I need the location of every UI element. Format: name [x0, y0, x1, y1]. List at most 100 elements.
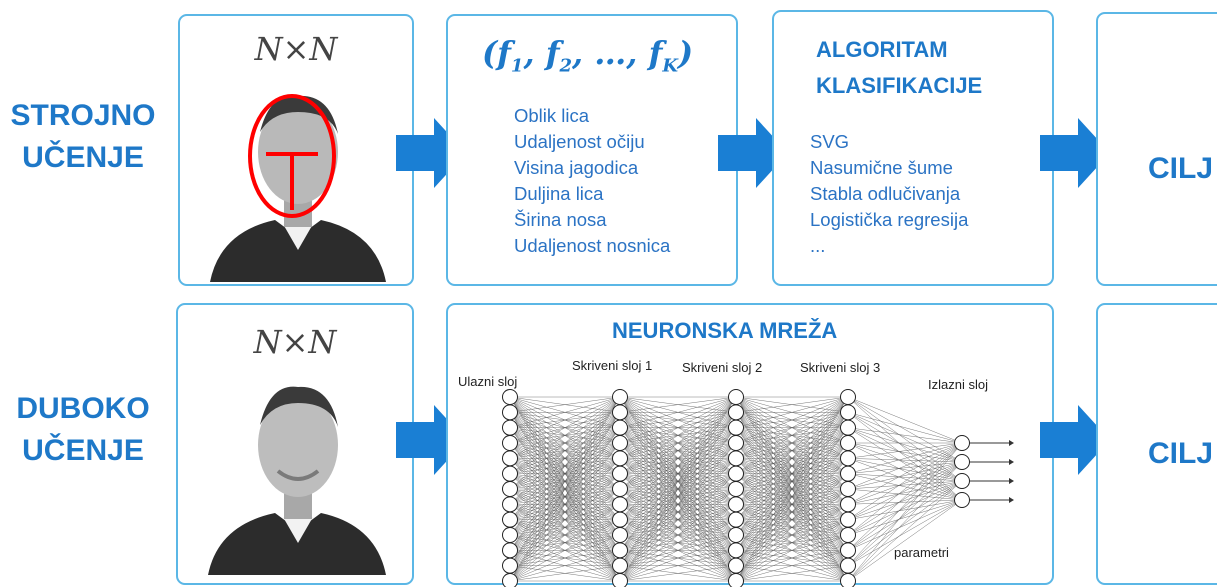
neuron-node: [841, 390, 856, 405]
neuron-node: [613, 390, 628, 405]
connection-line: [848, 500, 962, 550]
list-item: Logistička regresija: [810, 207, 968, 233]
neuron-node: [613, 466, 628, 481]
list-item: Oblik lica: [514, 103, 670, 129]
neural-network-box: NEURONSKA MREŽA Ulazni sloj Skriveni slo…: [446, 303, 1054, 585]
target-box-top: CILJ: [1096, 12, 1217, 286]
neuron-node: [729, 466, 744, 481]
row-label-line2: UČENJE: [8, 137, 158, 179]
output-arrowhead-icon: [1009, 459, 1014, 465]
feature-list: Oblik lica Udaljenost očiju Visina jagod…: [514, 103, 670, 259]
feature-vector-formula: (f1, f2, …, fK): [482, 34, 693, 76]
connection-line: [848, 443, 962, 474]
connection-line: [848, 481, 962, 581]
neuron-node: [955, 493, 970, 508]
output-arrowhead-icon: [1009, 497, 1014, 503]
neuron-node: [503, 528, 518, 543]
connection-line: [848, 462, 962, 504]
face-photo-with-feature-marks: [180, 82, 416, 282]
neuron-node: [841, 420, 856, 435]
row-label-deep-learning: DUBOKO UČENJE: [8, 388, 158, 472]
output-arrowhead-icon: [1009, 478, 1014, 484]
neuron-node: [503, 405, 518, 420]
connection-line: [848, 500, 962, 535]
target-label: CILJ: [1148, 152, 1213, 186]
neuron-node: [729, 497, 744, 512]
features-box: (f1, f2, …, fK) Oblik lica Udaljenost oč…: [446, 14, 738, 286]
algorithm-title-line2: KLASIFIKACIJE: [816, 68, 982, 104]
list-item: SVG: [810, 129, 968, 155]
connection-line: [848, 462, 962, 550]
list-item: Visina jagodica: [514, 155, 670, 181]
connection-line: [848, 481, 962, 566]
neuron-node: [841, 574, 856, 587]
neuron-node: [503, 466, 518, 481]
algorithm-box: ALGORITAM KLASIFIKACIJE SVG Nasumične šu…: [772, 10, 1054, 286]
neuron-node: [841, 543, 856, 558]
neuron-node: [729, 528, 744, 543]
neuron-node: [841, 528, 856, 543]
neuron-node: [503, 512, 518, 527]
list-item: Udaljenost očiju: [514, 129, 670, 155]
neuron-node: [841, 497, 856, 512]
neuron-node: [729, 436, 744, 451]
neuron-node: [613, 482, 628, 497]
neuron-node: [955, 436, 970, 451]
target-label: CILJ: [1148, 437, 1213, 471]
neuron-node: [503, 543, 518, 558]
list-item: Širina nosa: [514, 207, 670, 233]
neuron-node: [613, 451, 628, 466]
neuron-node: [841, 466, 856, 481]
algorithm-title: ALGORITAM KLASIFIKACIJE: [816, 32, 982, 104]
neuron-node: [613, 497, 628, 512]
dimension-label: N×N: [178, 323, 412, 361]
neuron-node: [613, 405, 628, 420]
input-image-box-bottom: N×N: [176, 303, 414, 585]
list-item: ...: [810, 233, 968, 259]
list-item: Nasumične šume: [810, 155, 968, 181]
neuron-node: [613, 420, 628, 435]
row-label-machine-learning: STROJNO UČENJE: [8, 95, 158, 179]
input-image-box-top: N×N: [178, 14, 414, 286]
neuron-node: [729, 482, 744, 497]
connection-line: [848, 462, 962, 581]
algorithm-list: SVG Nasumične šume Stabla odlučivanja Lo…: [810, 129, 968, 259]
neuron-node: [503, 420, 518, 435]
neuron-node: [841, 512, 856, 527]
neuron-node: [729, 451, 744, 466]
neuron-node: [729, 543, 744, 558]
face-photo: [178, 375, 416, 575]
connection-line: [848, 481, 962, 550]
neuron-node: [955, 455, 970, 470]
neuron-node: [503, 574, 518, 587]
neuron-node: [955, 474, 970, 489]
list-item: Duljina lica: [514, 181, 670, 207]
neuron-node: [503, 482, 518, 497]
row-label-line1: DUBOKO: [8, 388, 158, 430]
neuron-node: [841, 482, 856, 497]
neuron-node: [503, 451, 518, 466]
row-label-line1: STROJNO: [8, 95, 158, 137]
neuron-node: [729, 405, 744, 420]
neuron-node: [729, 574, 744, 587]
neuron-node: [729, 420, 744, 435]
connection-line: [848, 443, 962, 550]
connection-line: [848, 443, 962, 504]
neuron-node: [841, 405, 856, 420]
connection-line: [848, 428, 962, 443]
list-item: Stabla odlučivanja: [810, 181, 968, 207]
neuron-node: [613, 528, 628, 543]
neuron-node: [729, 512, 744, 527]
dimension-label: N×N: [180, 30, 412, 68]
connection-line: [848, 443, 962, 566]
neuron-node: [613, 436, 628, 451]
neuron-node: [613, 574, 628, 587]
neuron-node: [841, 451, 856, 466]
list-item: Udaljenost nosnica: [514, 233, 670, 259]
row-label-line2: UČENJE: [8, 430, 158, 472]
output-arrowhead-icon: [1009, 440, 1014, 446]
target-box-bottom: CILJ: [1096, 303, 1217, 585]
neuron-node: [503, 436, 518, 451]
neuron-node: [503, 497, 518, 512]
algorithm-title-line1: ALGORITAM: [816, 32, 982, 68]
